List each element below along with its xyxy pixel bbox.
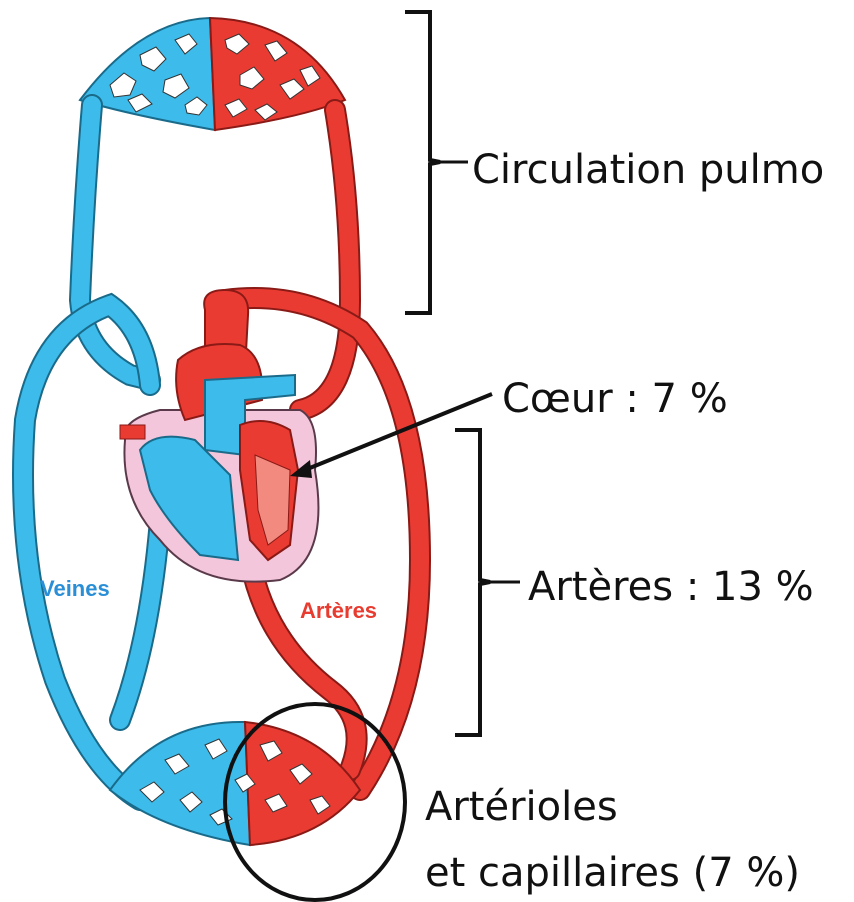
arteres-inline-label: Artères	[300, 598, 377, 623]
arteries-label: Artères : 13 %	[528, 564, 814, 610]
pulmonary-bracket	[405, 12, 440, 313]
heart-label: Cœur : 7 %	[502, 376, 728, 422]
arteries-bracket	[455, 430, 490, 735]
arterioles-label-line1: Artérioles	[425, 784, 618, 830]
systemic-vein	[23, 305, 160, 800]
pulmonary-circulation-label: Circulation pulmo	[472, 147, 824, 193]
systemic-capillary-bed	[110, 722, 360, 845]
veines-label: Veines	[40, 576, 110, 601]
pulmonary-capillary-bed	[80, 18, 345, 130]
pulmonary-artery	[300, 110, 350, 410]
arterioles-label-line2: et capillaires (7 %)	[425, 850, 800, 896]
